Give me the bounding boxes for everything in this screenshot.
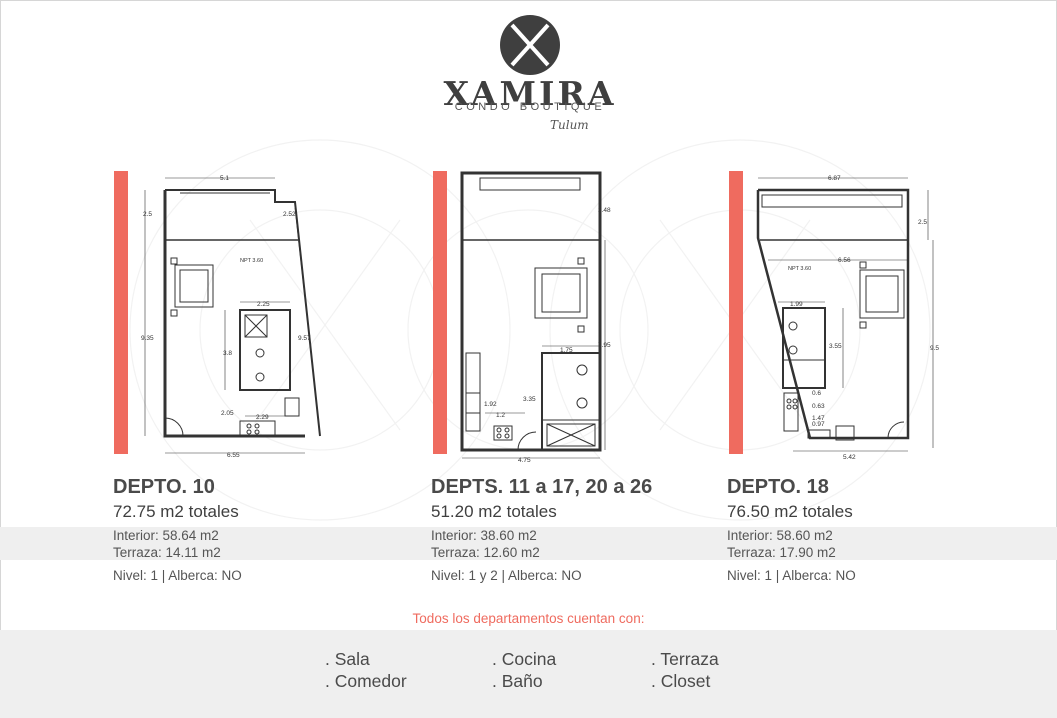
dim-label: 1.99 <box>790 301 803 308</box>
dim-label: 0.6 <box>812 390 821 397</box>
dim-label: 2.29 <box>256 414 269 421</box>
dim-label: 1.2 <box>496 412 505 419</box>
dim-label: 0.63 <box>812 403 825 410</box>
unit-level: Nivel: 1 | Alberca: NO <box>113 568 242 583</box>
npt-label: NPT 3.60 <box>788 266 811 272</box>
dim-label: 6.55 <box>227 452 240 459</box>
dim-label: 3.8 <box>223 350 232 357</box>
brand-subtitle: CONDO BOUTIQUE <box>454 101 606 113</box>
unit-interior-area: Interior: 38.60 m2 <box>431 528 537 543</box>
brand-logo: XAMIRA CONDO BOUTIQUE Tulum <box>440 10 620 140</box>
dim-label: 9.35 <box>141 335 154 342</box>
dim-label: 0.97 <box>812 421 825 428</box>
accent-bar <box>433 171 447 454</box>
unit-interior-area: Interior: 58.64 m2 <box>113 528 219 543</box>
unit-total-area: 72.75 m2 totales <box>113 502 239 521</box>
unit-title: DEPTO. 18 <box>727 476 829 498</box>
unit-level: Nivel: 1 | Alberca: NO <box>727 568 856 583</box>
unit-total-area: 76.50 m2 totales <box>727 502 853 521</box>
unit-terrace-area: Terraza: 14.11 m2 <box>113 545 221 560</box>
amenity-item: . Cocina <box>492 649 557 669</box>
dim-label: 6.87 <box>828 175 841 182</box>
area-band <box>0 527 1057 560</box>
dim-label: 1.75 <box>560 347 573 354</box>
xamira-x-icon <box>500 15 560 75</box>
floor-plan-depts-11-26: 2.48 7.95 1.75 3.35 1.92 1.2 4.75 <box>460 171 611 464</box>
brand-name: XAMIRA <box>443 74 617 113</box>
unit-title: DEPTS. 11 a 17, 20 a 26 <box>431 476 653 498</box>
dim-label: 7.95 <box>598 342 611 349</box>
brand-city: Tulum <box>550 118 589 132</box>
amenity-item: . Terraza <box>651 649 719 669</box>
unit-interior-area: Interior: 58.60 m2 <box>727 528 833 543</box>
unit-level: Nivel: 1 y 2 | Alberca: NO <box>431 568 582 583</box>
dim-label: 2.05 <box>221 410 234 417</box>
dim-label: 9.57 <box>298 335 311 342</box>
floor-plan-depto-10: 5.1 2.5 2.52 NPT 3.60 2.25 9.35 9.57 3.8… <box>141 175 321 459</box>
amenity-item: . Closet <box>651 671 711 691</box>
dim-label: 5.42 <box>843 454 856 461</box>
dim-label: 4.75 <box>518 457 531 464</box>
dim-label: 3.35 <box>523 396 536 403</box>
amenity-item: . Comedor <box>325 671 407 691</box>
dim-label: 2.48 <box>598 207 611 214</box>
npt-label: NPT 3.60 <box>240 258 263 264</box>
dim-label: 9.5 <box>930 345 939 352</box>
dim-label: 1.47 <box>812 415 825 422</box>
floor-plan-depto-18: 6.87 2.5 6.56 NPT 3.60 1.99 3.55 9.5 0.6… <box>756 175 939 461</box>
unit-title: DEPTO. 10 <box>113 476 215 498</box>
dim-label: 1.92 <box>484 401 497 408</box>
accent-bar <box>729 171 743 454</box>
dim-label: 2.5 <box>143 211 152 218</box>
unit-total-area: 51.20 m2 totales <box>431 502 557 521</box>
unit-terrace-area: Terraza: 12.60 m2 <box>431 545 540 560</box>
dim-label: 3.55 <box>829 343 842 350</box>
accent-bar <box>114 171 128 454</box>
unit-terrace-area: Terraza: 17.90 m2 <box>727 545 836 560</box>
amenity-item: . Sala <box>325 649 370 669</box>
dim-label: 5.1 <box>220 175 229 182</box>
amenity-item: . Baño <box>492 671 543 691</box>
dim-label: 6.56 <box>838 257 851 264</box>
dim-label: 2.5 <box>918 219 927 226</box>
dim-label: 2.25 <box>257 301 270 308</box>
amenities-intro: Todos los departamentos cuentan con: <box>412 611 645 626</box>
dim-label: 2.52 <box>283 211 296 218</box>
amenities-band <box>0 630 1057 718</box>
